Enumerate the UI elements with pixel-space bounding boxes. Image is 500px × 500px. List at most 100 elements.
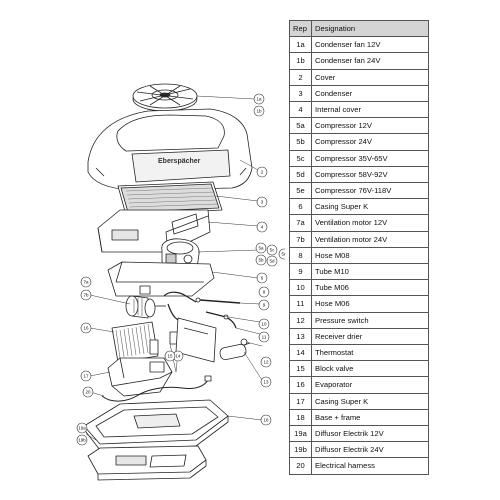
rep-cell: 5c bbox=[289, 149, 312, 167]
rep-cell: 6 bbox=[289, 198, 312, 216]
designation-cell: Thermostat bbox=[311, 344, 429, 362]
callout-16: 16 bbox=[83, 326, 89, 331]
callout-7b: 7b bbox=[83, 293, 89, 298]
rep-cell: 15 bbox=[289, 360, 312, 378]
rep-cell: 11 bbox=[289, 295, 312, 313]
callout-9: 9 bbox=[263, 303, 266, 308]
callout-5c: 5c bbox=[270, 248, 276, 253]
designation-cell: Casing Super K bbox=[311, 198, 429, 216]
electrical-harness-part bbox=[101, 375, 212, 402]
designation-cell: Pressure switch bbox=[311, 311, 429, 329]
designation-cell: Receiver drier bbox=[311, 327, 429, 346]
designation-cell: Tube M10 bbox=[311, 263, 429, 281]
callout-5d: 5d bbox=[269, 259, 275, 264]
rep-cell: 1b bbox=[289, 52, 312, 70]
callout-19b: 19b bbox=[78, 438, 86, 443]
ventilation-motor-part bbox=[125, 295, 166, 319]
rep-cell: 1a bbox=[289, 36, 312, 54]
callout-8: 8 bbox=[263, 290, 266, 295]
rep-cell: 14 bbox=[289, 344, 312, 362]
rep-cell: 4 bbox=[289, 101, 312, 119]
rep-cell: 19b bbox=[289, 441, 312, 459]
callout-18: 18 bbox=[263, 418, 269, 423]
brand-mark: Eberspächer bbox=[158, 158, 201, 165]
callout-5a: 5a bbox=[258, 246, 264, 251]
rep-cell: 9 bbox=[289, 263, 312, 281]
evaporator-part bbox=[111, 321, 159, 363]
designation-cell: Internal cover bbox=[311, 101, 429, 119]
designation-cell: Hose M08 bbox=[311, 246, 429, 265]
rep-cell: 17 bbox=[289, 392, 312, 410]
designation-column-header: Designation bbox=[311, 19, 429, 38]
designation-cell: Ventilation motor 12V bbox=[311, 214, 429, 232]
callout-3: 3 bbox=[261, 200, 264, 205]
callout-20: 20 bbox=[85, 390, 91, 395]
hoses-and-tubes-part bbox=[163, 291, 241, 329]
designation-cell: Condenser fan 12V bbox=[311, 36, 429, 54]
base-frame-part bbox=[83, 399, 229, 451]
callout-11: 11 bbox=[262, 335, 267, 340]
designation-cell: Base + frame bbox=[311, 408, 429, 427]
casing-super-k-part bbox=[107, 261, 215, 297]
lower-casing-part bbox=[107, 357, 173, 397]
exploded-view-diagram: Eberspächer bbox=[76, 83, 285, 481]
callout-5b: 5b bbox=[258, 258, 264, 263]
rep-cell: 20 bbox=[289, 457, 312, 475]
rep-cell: 19a bbox=[289, 425, 312, 443]
cover-part: Eberspächer bbox=[87, 108, 253, 191]
designation-cell: Ventilation motor 24V bbox=[311, 230, 429, 248]
designation-cell: Condenser bbox=[311, 84, 429, 103]
leader-lines bbox=[85, 95, 263, 441]
condenser-part bbox=[117, 181, 223, 216]
rep-cell: 7a bbox=[289, 214, 312, 232]
callout-1a: 1a bbox=[256, 97, 262, 102]
designation-cell: Condenser fan 24V bbox=[311, 52, 429, 70]
rep-cell: 5b bbox=[289, 133, 312, 151]
designation-cell: Compressor 58V-92V bbox=[311, 165, 429, 184]
rep-cell: 10 bbox=[289, 279, 312, 297]
callout-4: 4 bbox=[261, 225, 264, 230]
callout-14: 14 bbox=[175, 354, 181, 359]
callout-10: 10 bbox=[261, 322, 267, 327]
designation-cell: Block valve bbox=[311, 360, 429, 378]
designation-cell: Electrical harness bbox=[311, 457, 429, 475]
rep-column-header: Rep bbox=[289, 19, 312, 38]
designation-cell: Tube M06 bbox=[311, 279, 429, 297]
callout-19a: 19a bbox=[78, 426, 86, 431]
designation-cell: Compressor 35V-65V bbox=[311, 149, 429, 167]
rep-cell: 18 bbox=[289, 408, 312, 427]
rep-cell: 13 bbox=[289, 327, 312, 346]
callout-6: 6 bbox=[261, 276, 264, 281]
controls-part bbox=[169, 317, 248, 363]
callout-13: 13 bbox=[263, 380, 269, 385]
callout-1b: 1b bbox=[256, 109, 262, 114]
rep-cell: 7b bbox=[289, 230, 312, 248]
rep-cell: 5d bbox=[289, 165, 312, 184]
rep-cell: 12 bbox=[289, 311, 312, 329]
rep-cell: 8 bbox=[289, 246, 312, 265]
condenser-fan-part bbox=[132, 83, 198, 112]
callout-7a: 7a bbox=[83, 280, 89, 285]
designation-cell: Cover bbox=[311, 68, 429, 86]
callout-5e: 5e bbox=[281, 252, 285, 257]
